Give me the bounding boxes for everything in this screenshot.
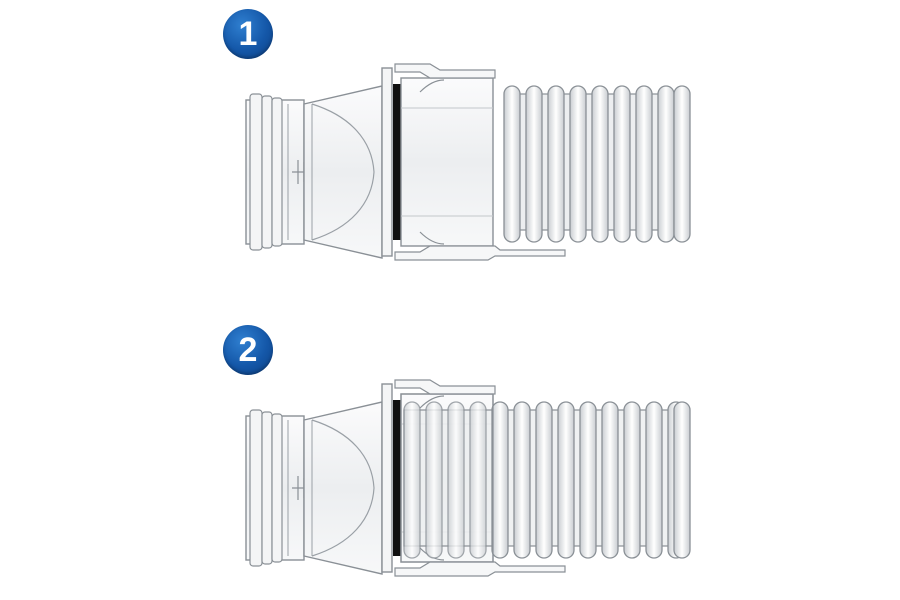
step-1-assembly: [245, 63, 691, 261]
step-2-assembly: [245, 379, 691, 577]
step-2-badge: 2: [223, 325, 273, 375]
corrugated-hose-icon: [400, 393, 691, 563]
step-1-badge: 1: [223, 9, 273, 59]
corrugated-hose-icon: [503, 85, 691, 243]
step-2-number: 2: [238, 331, 258, 369]
step-1-number: 1: [238, 15, 258, 53]
